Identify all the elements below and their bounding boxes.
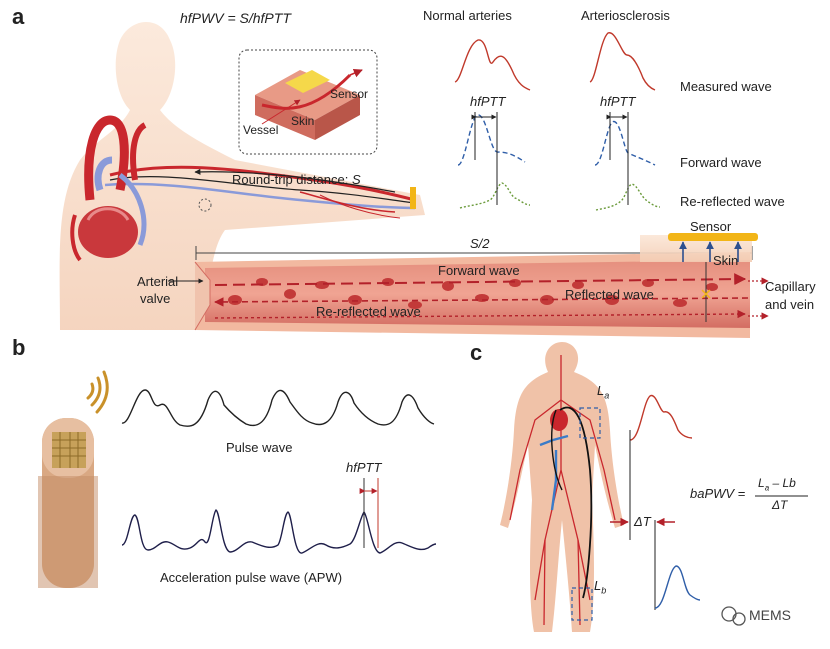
watermark-text: MEMS: [749, 607, 791, 623]
wireless-icon: [86, 370, 109, 414]
roundtrip-arrow: [194, 168, 396, 193]
pulse-wave-label: Pulse wave: [226, 440, 293, 455]
hfpwv-formula: hfPWV = S/hfPTT: [180, 10, 291, 26]
apw-hfptt-markers: [359, 478, 379, 548]
valve-label: valve: [140, 291, 171, 306]
inset-skin-label: Skin: [291, 114, 315, 128]
pulse-wave: [121, 389, 435, 427]
half-distance-label: S/2: [470, 236, 490, 251]
forward-wave-label: Forward wave: [680, 155, 762, 170]
hfptt-label-normal: hfPTT: [470, 94, 506, 109]
arteriosclerosis-label: Arteriosclerosis: [581, 8, 670, 23]
apw-label: Acceleration pulse wave (APW): [160, 570, 343, 585]
torso-illustration: [59, 21, 426, 330]
rereflected-vessel-label: Re-reflected wave: [316, 304, 421, 319]
roundtrip-label: Round-trip distance: S: [232, 172, 361, 187]
panel-a-waves: [454, 32, 661, 211]
heart-illustration: [70, 115, 147, 262]
apw-hfptt-label: hfPTT: [346, 460, 382, 475]
sensor-label: Sensor: [690, 219, 732, 234]
measure-boxes: [571, 407, 601, 621]
normal-arteries-label: Normal arteries: [423, 8, 512, 23]
hfptt-label-arterio: hfPTT: [600, 94, 636, 109]
blood-cells: [228, 278, 718, 309]
fingertip-sensor: [410, 187, 416, 209]
arterial-label: Arterial: [137, 274, 179, 289]
delta-t-label: ΔT: [634, 514, 651, 529]
apw-wave: [121, 509, 437, 554]
la-label: La: [597, 383, 610, 401]
lb-label: Lb: [594, 578, 607, 596]
body-illustration: [500, 342, 624, 632]
and-vein-label: and vein: [765, 297, 815, 312]
panel-c-waves: [610, 394, 701, 610]
rereflected-wave-label: Re-reflected wave: [680, 194, 785, 209]
bapwv-lhs: baPWV =: [690, 486, 746, 501]
vessel-wave-arrows: [214, 241, 769, 322]
forward-wave-vessel-label: Forward wave: [438, 263, 520, 278]
bapwv-numerator: La – Lb: [758, 476, 796, 493]
reflected-wave-label: Reflected wave: [565, 287, 654, 302]
inset-sensor-label: Sensor: [330, 87, 369, 101]
panel-b-letter: b: [12, 335, 26, 360]
callout-ring: [198, 198, 212, 212]
measured-wave-label: Measured wave: [680, 79, 772, 94]
watermark-logo: [721, 606, 746, 626]
panel-c-letter: c: [470, 340, 483, 365]
vessel-sensor-bar: [668, 233, 758, 241]
capillary-label: Capillary: [765, 279, 816, 294]
skin-label: Skin: [713, 253, 739, 268]
panel-a-letter: a: [12, 4, 25, 29]
inset-vessel-label: Vessel: [243, 123, 279, 137]
skin-inset: [238, 49, 378, 155]
artery-section: [194, 233, 758, 338]
finger-photo: [38, 418, 98, 588]
bapwv-denominator: ΔT: [772, 498, 788, 512]
